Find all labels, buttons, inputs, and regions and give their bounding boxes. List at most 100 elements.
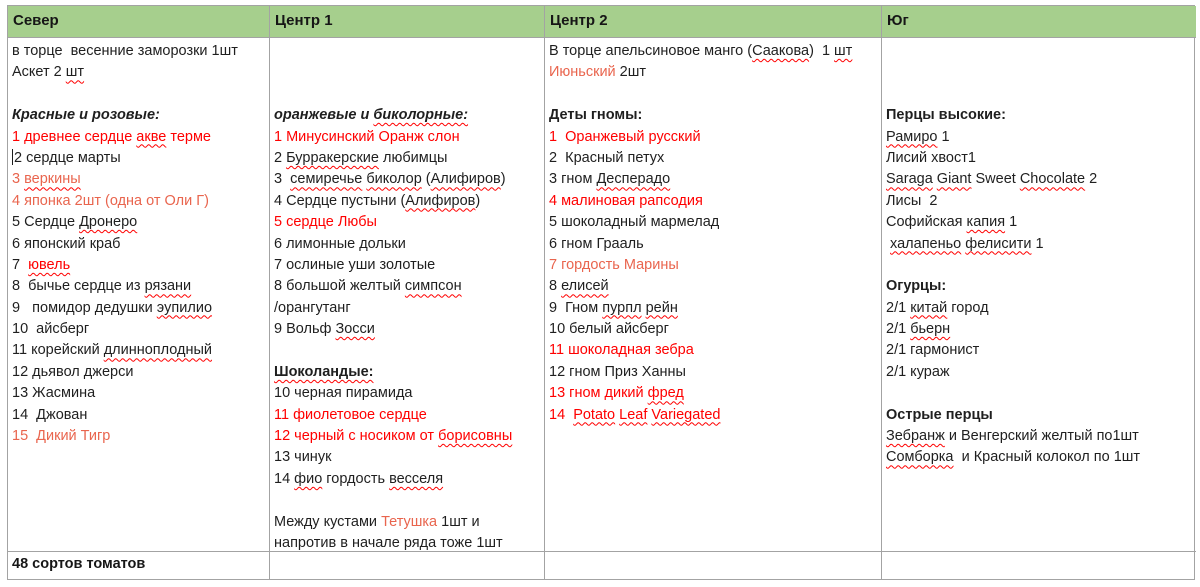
cell-line: Огурцы: bbox=[886, 276, 1196, 297]
cell-line: 2/1 кураж bbox=[886, 362, 1196, 383]
header-cell-north[interactable]: Север bbox=[8, 6, 270, 38]
header-cell-center-2[interactable]: Центр 2 bbox=[545, 6, 882, 38]
text-segment: ) 1 bbox=[809, 43, 835, 59]
text-segment: 4 Сердце пустыни ( bbox=[274, 192, 406, 209]
text-segment: оранжевые и bbox=[274, 107, 374, 124]
cell-line: 5 Сердце Дронеро bbox=[12, 212, 269, 233]
header-cell-center-1[interactable]: Центр 1 bbox=[270, 6, 545, 38]
cell-line: Перцы высокие: bbox=[886, 105, 1196, 126]
footer-cell-center-2[interactable] bbox=[545, 552, 882, 579]
header-cell-south[interactable]: Юг bbox=[882, 6, 1196, 38]
text-segment: 1 bbox=[937, 128, 950, 145]
text-segment: Рамиро bbox=[886, 128, 938, 145]
text-segment: фио bbox=[294, 470, 323, 487]
text-segment: 1 древнее сердце bbox=[12, 128, 137, 145]
text-segment: 9 Гном bbox=[549, 299, 603, 316]
text-segment: Лисий хвост1 bbox=[886, 149, 976, 166]
cell-line: 13 Жасмина bbox=[12, 383, 269, 404]
text-segment: 4 малиновая рапсодия bbox=[549, 192, 703, 209]
text-segment: 10 белый айсберг bbox=[549, 321, 669, 338]
cell-line: 10 белый айсберг bbox=[549, 319, 881, 340]
footer-cell-center-1[interactable] bbox=[270, 552, 545, 579]
cell-line: 8 большой желтый симпсон bbox=[274, 276, 544, 297]
text-segment: Алифиров bbox=[430, 171, 501, 188]
cell-line bbox=[886, 84, 1196, 105]
cell-line: 2/1 китай город bbox=[886, 298, 1196, 319]
cell-line: в торце весенние заморозки 1шт bbox=[12, 41, 269, 62]
text-segment: длинноплодный bbox=[103, 342, 213, 359]
cell-line: Между кустами Тетушка 1шт и bbox=[274, 512, 544, 533]
cell-line: 7 ослиные уши золотые bbox=[274, 255, 544, 276]
text-segment: Sweet bbox=[971, 171, 1020, 188]
cell-line: 6 гном Грааль bbox=[549, 234, 881, 255]
body-cell-center-2[interactable]: В торце апельсиновое манго (Саакова) 1 ш… bbox=[545, 38, 882, 552]
cell-line: 3 веркины bbox=[12, 169, 269, 190]
text-segment: бьерн bbox=[910, 321, 951, 338]
text-segment: гордость bbox=[322, 470, 390, 487]
text-segment: Бурракерские bbox=[286, 149, 379, 166]
cell-line bbox=[886, 41, 1196, 62]
cell-line bbox=[274, 41, 544, 62]
text-segment: Chocolate bbox=[1019, 171, 1086, 188]
text-segment: 6 лимонные дольки bbox=[274, 235, 406, 252]
text-segment: акве bbox=[136, 128, 167, 145]
text-cursor bbox=[12, 148, 13, 165]
text-segment: В торце апельсиновое манго ( bbox=[549, 43, 753, 59]
cell-line: 4 Сердце пустыни (Алифиров) bbox=[274, 191, 544, 212]
text-segment: 2 bbox=[274, 149, 287, 166]
text-segment: 2/1 кураж bbox=[886, 363, 950, 380]
cell-line: 4 японка 2шт (одна от Оли Г) bbox=[12, 191, 269, 212]
text-segment: Potato bbox=[573, 406, 616, 423]
text-segment: елисей bbox=[561, 278, 609, 295]
cell-line: Лисы 2 bbox=[886, 191, 1196, 212]
cell-line: Красные и розовые: bbox=[12, 105, 269, 126]
cell-line: Сомборка и Красный колокол по 1шт bbox=[886, 447, 1196, 468]
cell-line: /орангутанг bbox=[274, 298, 544, 319]
cell-line: 6 лимонные дольки bbox=[274, 234, 544, 255]
footer-cell-north[interactable]: 48 сортов томатов bbox=[8, 552, 270, 579]
text-segment: Saraga bbox=[886, 171, 933, 188]
cell-line: 14 Potato Leaf Variegated bbox=[549, 405, 881, 426]
text-segment: ) bbox=[475, 192, 481, 209]
text-segment: 5 сердце Любы bbox=[274, 214, 377, 231]
text-segment: 8 большой желтый bbox=[274, 278, 405, 295]
text-segment: Variegated bbox=[651, 406, 721, 423]
text-segment: 7 bbox=[12, 256, 29, 273]
text-segment: Giant bbox=[936, 171, 972, 188]
text-segment: Leaf bbox=[619, 406, 648, 423]
text-segment: в торце весенние заморозки 1шт bbox=[12, 43, 238, 59]
text-segment: 1 Минусинский Оранж слон bbox=[274, 128, 460, 145]
cell-line bbox=[274, 84, 544, 105]
cell-line bbox=[886, 383, 1196, 404]
cell-line: 9 Гном пурпл рейн bbox=[549, 298, 881, 319]
text-segment: Зебранж bbox=[886, 428, 945, 445]
cell-line: 5 шоколадный мармелад bbox=[549, 212, 881, 233]
cell-line: Июньский 2шт bbox=[549, 62, 881, 83]
text-segment: город bbox=[947, 299, 989, 316]
text-segment: 13 чинук bbox=[274, 449, 332, 466]
text-segment: халапеньо bbox=[890, 235, 962, 252]
cell-line: Рамиро 1 bbox=[886, 127, 1196, 148]
text-segment: шт bbox=[834, 43, 853, 59]
text-segment: 10 черная пирамида bbox=[274, 385, 413, 402]
body-cell-center-1[interactable]: оранжевые и биколорные:1 Минусинский Ора… bbox=[270, 38, 545, 552]
text-segment: Софийская bbox=[886, 214, 967, 231]
cell-line: 2 Бурракерские любимцы bbox=[274, 148, 544, 169]
text-segment: эупилио bbox=[156, 299, 213, 316]
cell-line: Софийская капия 1 bbox=[886, 212, 1196, 233]
cell-line: В торце апельсиновое манго (Саакова) 1 ш… bbox=[549, 41, 881, 62]
cell-line: 11 шоколадная зебра bbox=[549, 340, 881, 361]
text-segment: 1 bbox=[1031, 235, 1044, 252]
text-segment: 15 Дикий Тигр bbox=[12, 428, 111, 445]
text-segment: Шоколандые: bbox=[274, 363, 374, 380]
text-segment: 13 гном дикий bbox=[549, 385, 648, 402]
footer-cell-south[interactable] bbox=[882, 552, 1196, 579]
text-segment: Тетушка bbox=[381, 513, 438, 530]
cell-line: 2 сердце марты bbox=[12, 148, 269, 169]
cell-line bbox=[274, 62, 544, 83]
text-segment: ювель bbox=[28, 256, 71, 273]
cell-line: 2/1 гармонист bbox=[886, 340, 1196, 361]
